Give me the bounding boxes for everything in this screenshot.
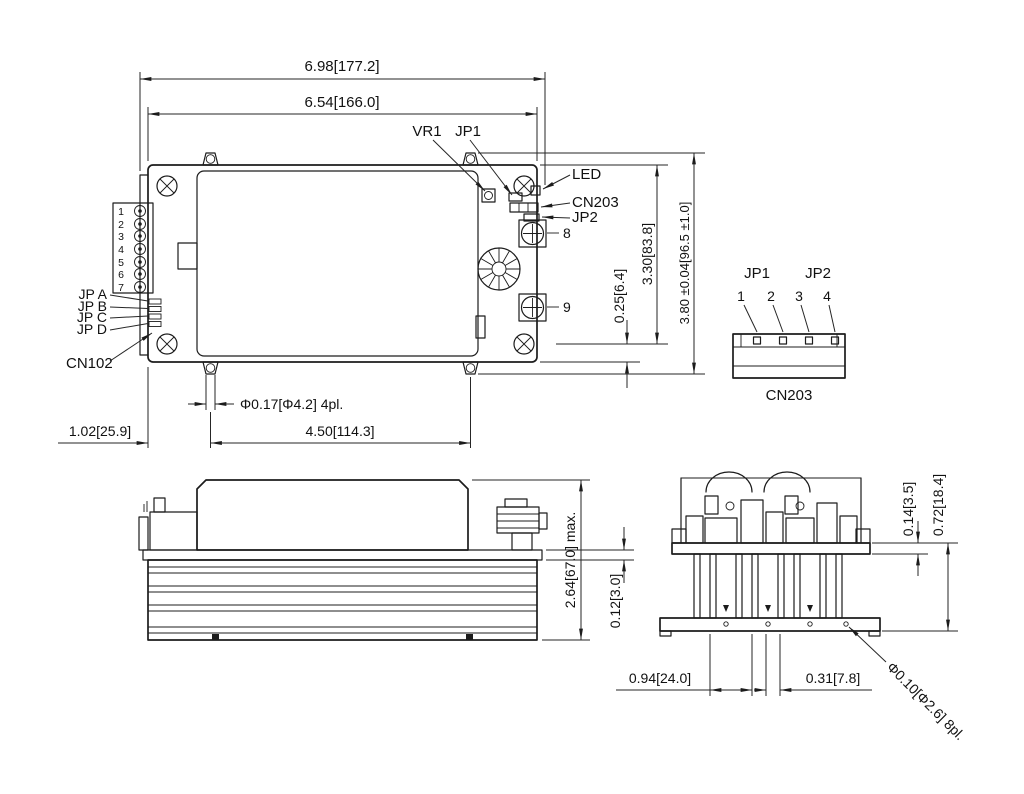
potentiometer-8 (518, 219, 547, 248)
label-jp-d: JP D (77, 321, 107, 337)
detail-pin-2: 2 (767, 288, 775, 304)
label-pot9: 9 (563, 299, 571, 315)
label-jp-a: JP A (78, 286, 107, 302)
dim-hole-offset: 0.31[7.8] (806, 670, 861, 686)
label-cn102: CN102 (66, 355, 113, 372)
label-cn203: CN203 (572, 194, 619, 211)
dim-height-outer: 3.80 ±0.04[96.5 ±1.0] (677, 202, 692, 325)
dim-base-hole: Φ0.10[Φ2.6] 8pl. (884, 659, 968, 743)
label-jp2: JP2 (572, 209, 598, 226)
terminal-pin-7: 7 (118, 282, 124, 294)
top-view-labels: VR1 JP1 LED CN203 JP2 8 9 (412, 123, 618, 315)
toroid-inductor (477, 247, 521, 291)
connector-detail: JP1 JP2 1 2 3 4 CN203 (732, 265, 846, 404)
dim-heatsink-height: 0.72[18.4] (930, 474, 946, 536)
dim-width-inner: 6.54[166.0] (304, 94, 379, 111)
end-view-body (671, 471, 871, 555)
edge-component (475, 315, 486, 339)
top-view-components (475, 185, 547, 339)
detail-label-jp2: JP2 (805, 265, 831, 282)
dim-hole-span: 4.50[114.3] (305, 423, 374, 439)
heatsink-end (659, 553, 881, 637)
jumper-block: JP A JP B JP C JP D CN102 (66, 286, 162, 372)
detail-label-cn203: CN203 (766, 387, 813, 404)
top-view: 1 2 3 4 5 6 7 JP A JP B JP C JP D CN102 (58, 58, 705, 448)
label-vr1: VR1 (412, 123, 441, 140)
terminal-pin-1: 1 (118, 206, 124, 218)
terminal-pin-4: 4 (118, 244, 124, 256)
side-view: 2.64[67.0] max. 0.12[3.0] (138, 479, 634, 641)
label-jp-c: JP C (77, 309, 107, 325)
potentiometer-9 (518, 293, 547, 322)
dim-plate-thickness: 0.14[3.5] (900, 482, 916, 537)
terminal-block-cn102: 1 2 3 4 5 6 7 (112, 202, 154, 294)
cn203-connector (509, 202, 539, 213)
terminal-pin-5: 5 (118, 257, 124, 269)
dim-hole-pitch: 0.94[24.0] (629, 670, 691, 686)
detail-label-jp1: JP1 (744, 265, 770, 282)
end-view: 0.14[3.5] 0.72[18.4] 0.94[24.0] 0.31[7.8… (616, 471, 968, 743)
label-led: LED (572, 166, 601, 183)
jp1-header (508, 192, 523, 202)
dim-mount-hole: Φ0.17[Φ4.2] 4pl. (240, 396, 343, 412)
label-jp-b: JP B (78, 298, 107, 314)
vr1-trimmer (481, 188, 496, 203)
detail-pin-1: 1 (737, 288, 745, 304)
jp2-header (523, 213, 540, 222)
side-view-body (138, 479, 548, 561)
dim-pcb-thickness: 0.12[3.0] (607, 574, 623, 629)
label-pot8: 8 (563, 225, 571, 241)
detail-pin-4: 4 (823, 288, 831, 304)
terminal-pin-2: 2 (118, 219, 124, 231)
detail-pin-3: 3 (795, 288, 803, 304)
top-view-dimensions: 6.98[177.2] 6.54[166.0] 3.30[83.8] 3.80 … (58, 58, 705, 448)
connector-body (732, 333, 846, 379)
label-jp1: JP1 (455, 123, 481, 140)
side-view-dimensions: 2.64[67.0] max. 0.12[3.0] (472, 479, 634, 641)
dim-height-inner: 3.30[83.8] (639, 223, 655, 285)
terminal-pin-3: 3 (118, 231, 124, 243)
dim-bottom-offset: 0.25[6.4] (611, 269, 627, 324)
terminal-pin-6: 6 (118, 269, 124, 281)
top-view-outline (139, 152, 538, 375)
heatsink-side (147, 559, 538, 641)
dim-left-offset: 1.02[25.9] (69, 423, 131, 439)
dim-width-outer: 6.98[177.2] (304, 58, 379, 75)
led-component (530, 185, 541, 196)
